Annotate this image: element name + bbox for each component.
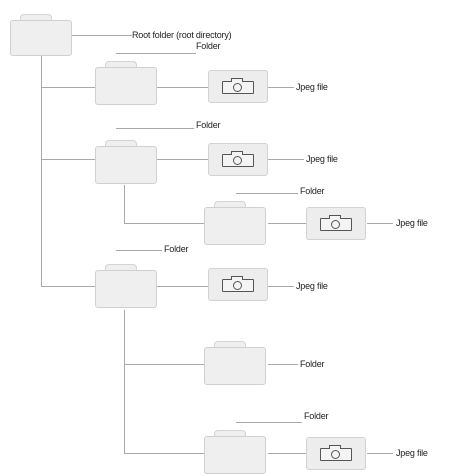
folder-icon <box>204 201 266 245</box>
connector-line <box>268 453 306 454</box>
connector-line <box>41 56 42 286</box>
jpeg-file-label: Jpeg file <box>296 82 328 92</box>
label-leader-line <box>367 223 393 224</box>
folder-icon <box>95 61 157 105</box>
label-leader-line <box>236 422 302 423</box>
camera-icon <box>320 215 352 231</box>
jpeg-file-icon <box>208 70 268 103</box>
jpeg-file-icon <box>306 207 366 240</box>
connector-line <box>124 364 204 365</box>
connector-line <box>72 35 132 36</box>
jpeg-file-label: Jpeg file <box>306 154 338 164</box>
connector-line <box>268 223 306 224</box>
root-folder-icon <box>10 14 72 56</box>
folder-label: Folder <box>196 120 221 130</box>
jpeg-file-label: Jpeg file <box>396 218 428 228</box>
folder-icon <box>95 140 157 184</box>
label-leader-line <box>116 250 162 251</box>
jpeg-file-icon <box>208 143 268 176</box>
jpeg-file-label: Jpeg file <box>396 448 428 458</box>
label-leader-line <box>268 364 298 365</box>
label-leader-line <box>268 87 294 88</box>
folder-icon <box>204 341 266 385</box>
connector-line <box>157 159 209 160</box>
label-leader-line <box>268 286 294 287</box>
root-folder-label: Root folder (root directory) <box>132 30 232 40</box>
folder-label: Folder <box>164 244 189 254</box>
camera-icon <box>222 151 254 167</box>
folder-label: Folder <box>304 411 329 421</box>
label-leader-line <box>116 53 196 54</box>
jpeg-file-icon <box>306 437 366 470</box>
connector-line <box>124 310 125 453</box>
connector-line <box>41 87 95 88</box>
folder-icon <box>204 430 266 474</box>
label-leader-line <box>367 453 393 454</box>
jpeg-file-icon <box>208 268 268 301</box>
connector-line <box>157 87 209 88</box>
folder-label: Folder <box>300 186 325 196</box>
folder-label: Folder <box>300 359 325 369</box>
camera-icon <box>222 78 254 94</box>
connector-line <box>41 286 95 287</box>
label-leader-line <box>236 193 298 194</box>
camera-icon <box>222 276 254 292</box>
label-leader-line <box>116 128 194 129</box>
folder-label: Folder <box>196 41 221 51</box>
connector-line <box>124 223 204 224</box>
connector-line <box>124 185 125 223</box>
connector-line <box>41 159 95 160</box>
connector-line <box>157 286 209 287</box>
jpeg-file-label: Jpeg file <box>296 281 328 291</box>
label-leader-line <box>268 159 304 160</box>
connector-line <box>124 453 204 454</box>
camera-icon <box>320 445 352 461</box>
folder-icon <box>95 264 157 308</box>
